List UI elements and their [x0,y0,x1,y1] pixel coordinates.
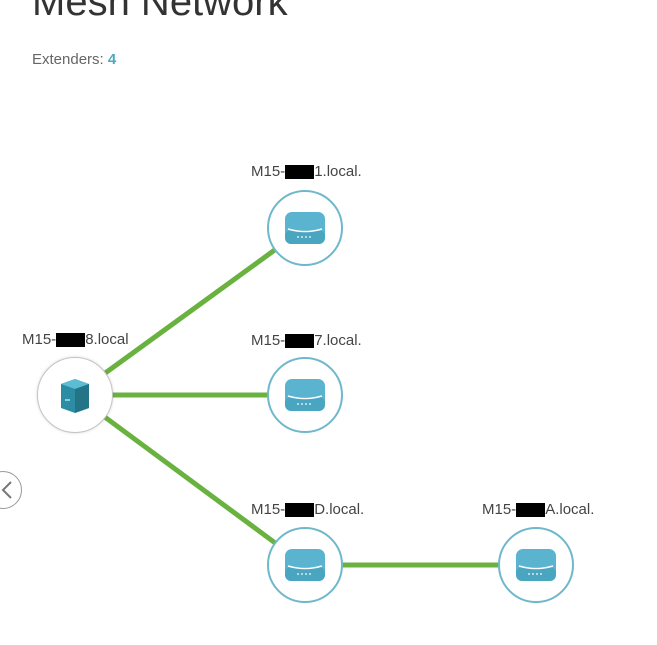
extenders-label: Extenders: [32,51,104,68]
redacted-block [285,333,315,348]
node-name-suffix: 1.local. [314,163,362,180]
node-name-suffix: 7.local. [314,332,362,349]
redacted-block [285,502,315,517]
extenders-count: 4 [107,51,117,68]
node-name-prefix: M15- [251,332,286,349]
extender-icon [516,549,556,581]
redacted-block [56,332,86,347]
node-name-prefix: M15- [251,501,286,518]
node-main[interactable] [37,357,113,433]
node-name-prefix: M15- [22,331,57,348]
node-name-suffix: 8.local [85,331,129,348]
node-name-prefix: M15- [251,163,286,180]
node-label-ext1: M15- 1.local. [251,163,362,180]
node-name-suffix: D.local. [314,501,365,518]
chevron-left-icon [1,481,12,499]
node-label-ext4: M15- A.local. [482,501,594,518]
redacted-block [285,164,315,179]
node-label-ext3: M15- D.local. [251,501,364,518]
node-label-ext2: M15- 7.local. [251,332,362,349]
extender-icon [285,379,325,411]
page-title: Mesh Network [32,0,288,24]
redacted-block [516,502,546,517]
link-main-ext3 [73,392,307,568]
node-ext3[interactable] [267,527,343,603]
node-ext1[interactable] [267,190,343,266]
extender-icon [285,212,325,244]
extenders-summary: Extenders: 4 [32,51,116,68]
node-label-main: M15- 8.local [22,331,129,348]
node-name-suffix: A.local. [545,501,595,518]
node-ext2[interactable] [267,357,343,433]
node-name-prefix: M15- [482,501,517,518]
router-base-icon [61,379,89,413]
link-main-ext1 [73,225,307,398]
node-ext4[interactable] [498,527,574,603]
extender-icon [285,549,325,581]
